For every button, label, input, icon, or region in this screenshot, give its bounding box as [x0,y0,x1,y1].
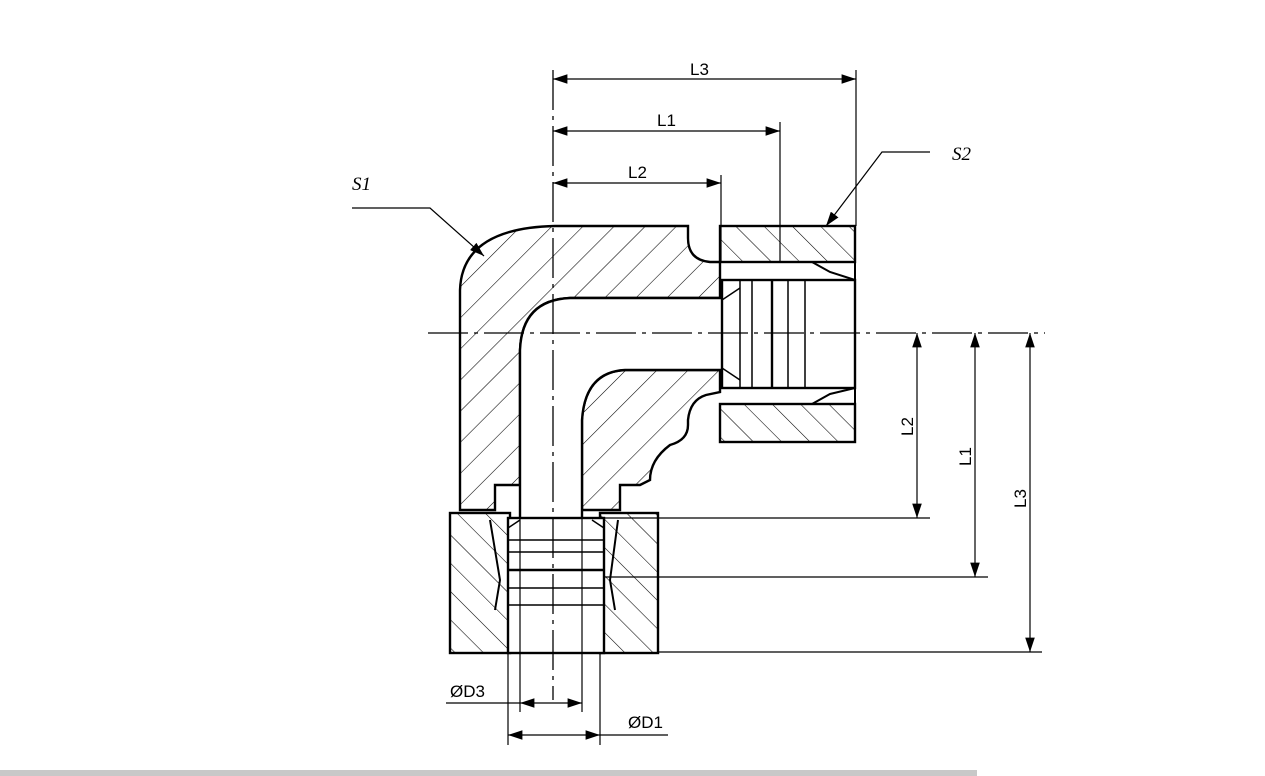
label-l1-top: L1 [657,111,676,130]
right-nut-thread-top [730,261,856,282]
label-s1: S1 [352,174,371,195]
elbow-bore [520,298,720,518]
right-nut-bottom [718,402,857,444]
label-l1-right: L1 [956,447,975,466]
bottom-pipe-end [506,516,606,655]
bottom-bar [0,770,977,776]
label-l2-right: L2 [898,417,917,436]
label-d1: ØD1 [628,713,663,732]
right-nut-thread-bottom [730,386,856,405]
leader-s1 [352,207,485,257]
bottom-nut-right [598,511,660,655]
bottom-nut-left [448,511,512,655]
elbow-body-inner [580,368,722,512]
label-l3-top: L3 [690,60,709,79]
label-d3: ØD3 [450,682,485,701]
label-s2: S2 [952,144,972,165]
label-l2-top: L2 [628,163,647,182]
right-nut-top [718,224,857,264]
leader-s2 [825,151,930,227]
label-l3-right: L3 [1011,489,1030,508]
